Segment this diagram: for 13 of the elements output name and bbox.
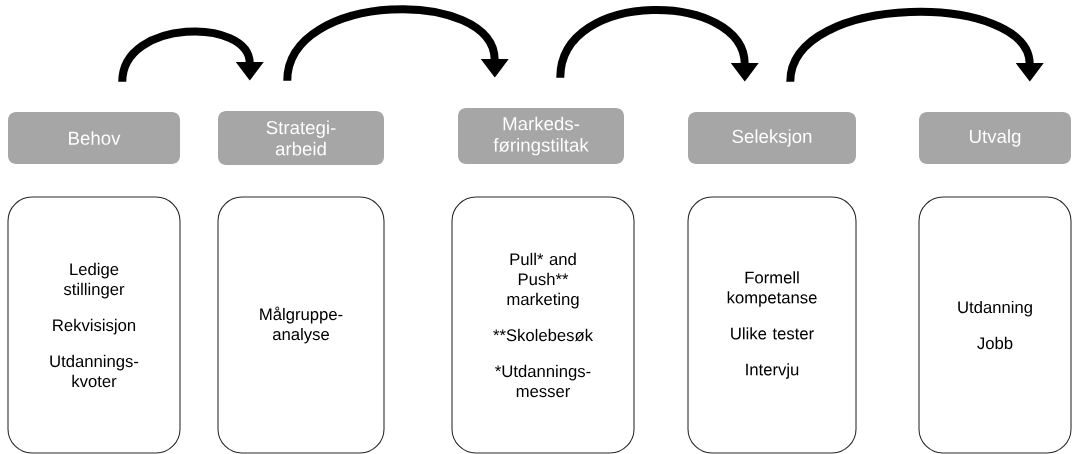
header-box: Markeds- føringstiltak: [458, 108, 624, 164]
curved-arrow: [118, 27, 264, 83]
content-box: Formell kompetanse Ulike tester Intervju: [687, 196, 857, 454]
header-box: Seleksjon: [688, 112, 856, 164]
content-box: Målgruppe- analyse: [217, 196, 385, 454]
header-box: Strategi- arbeid: [218, 111, 384, 165]
curved-arrow: [786, 8, 1044, 83]
curved-arrow: [283, 5, 509, 82]
content-box: Utdanning Jobb: [918, 196, 1072, 454]
content-box: Ledige stillinger Rekvisisjon Utdannings- kvoter: [7, 196, 181, 454]
header-box: Utvalg: [919, 112, 1071, 164]
header-box: Behov: [8, 112, 180, 164]
content-box: Pull* and Push** marketing **Skolebesøk *Utdannings- messer: [451, 196, 635, 454]
